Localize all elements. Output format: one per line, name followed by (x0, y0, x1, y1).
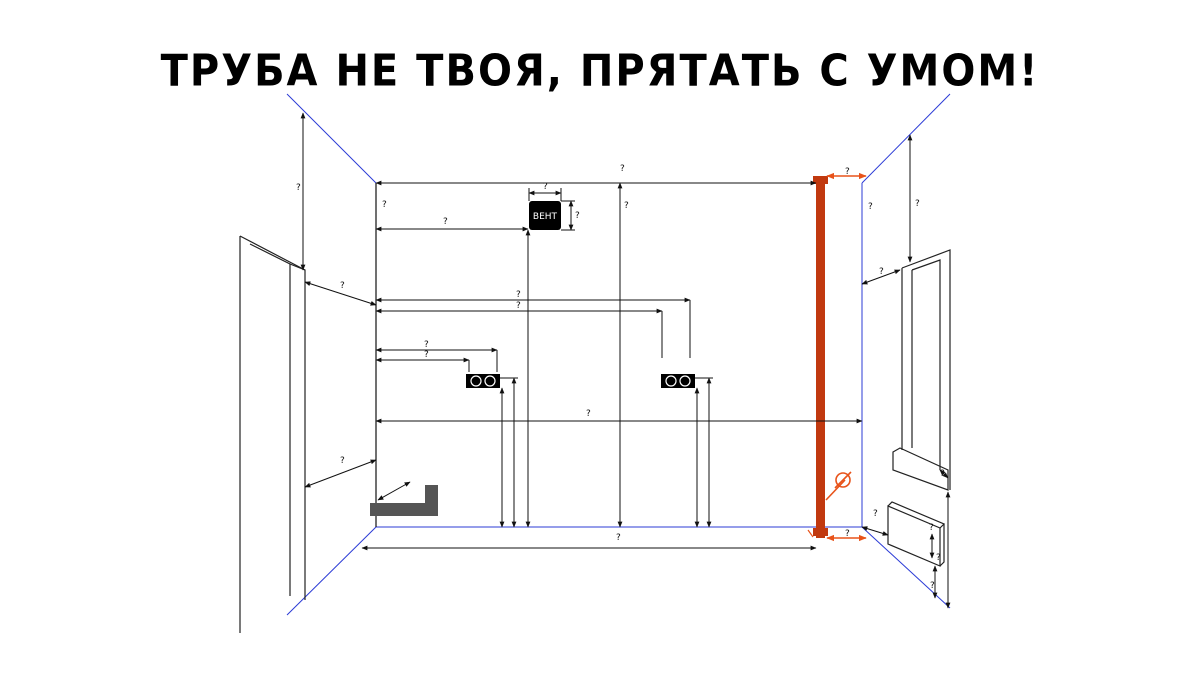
dim-label: ? (382, 200, 387, 210)
dim-label: ? (873, 509, 878, 519)
socket-right (661, 374, 695, 388)
dim-label: ? (443, 217, 448, 227)
dim-label: ? (845, 529, 850, 539)
dim-label: ? (620, 164, 625, 174)
dim-label: ? (845, 167, 850, 177)
edge-bottom-right (861, 526, 951, 609)
pipe-dimensions (807, 172, 867, 542)
dim-label: ? (296, 183, 301, 193)
dim-label: ? (929, 523, 934, 533)
dim-label: ? (930, 581, 935, 591)
dim-label: ? (543, 182, 548, 192)
vent-box: ВЕНТ (529, 201, 561, 230)
riser-pipe (813, 176, 828, 538)
dimension-labels: ? ? ? ? ? ? ? ? ? ? ? ? ? ? ? ? ? ? ? ? … (296, 164, 945, 591)
dim-label: ? (340, 281, 345, 291)
vent-label: ВЕНТ (533, 212, 558, 222)
dim-label: ? (868, 202, 873, 212)
dim-label: ? (624, 201, 629, 211)
dim-label: ? (586, 409, 591, 419)
dim-label: ? (940, 469, 945, 479)
dim-label: ? (424, 350, 429, 360)
dim-label: ? (915, 199, 920, 209)
dim-label: ? (424, 340, 429, 350)
dim-label: ? (616, 533, 621, 543)
dim-label: ? (575, 211, 580, 221)
dim-label: ? (340, 456, 345, 466)
edge-top-right (861, 93, 951, 184)
drain-pipe (370, 485, 438, 516)
door (239, 235, 306, 633)
dim-label: ? (516, 301, 521, 311)
page-title: ТРУБА НЕ ТВОЯ, ПРЯТАТЬ С УМОМ! (160, 45, 1040, 97)
dim-label: ? (879, 267, 884, 277)
socket-left (466, 374, 500, 388)
dim-label: ? (936, 553, 941, 563)
dim-label: ? (516, 290, 521, 300)
window (892, 249, 951, 491)
dimension-lines (300, 112, 951, 609)
edge-bottom-left (286, 526, 377, 616)
edge-top-left (286, 93, 377, 184)
